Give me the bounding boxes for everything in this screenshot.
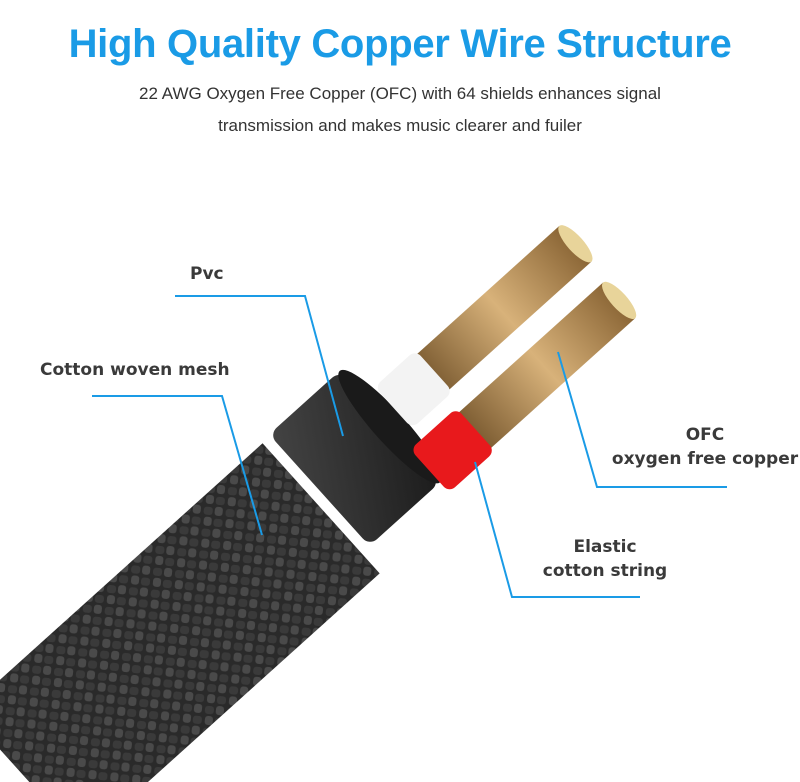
ofc-label-line1: OFC — [685, 425, 725, 445]
cotton-woven-mesh-label: Cotton woven mesh — [40, 360, 230, 380]
copper-conductor-red — [413, 281, 637, 490]
ofc-label-line2: oxygen free copper — [611, 449, 799, 469]
copper-conductor-white — [377, 225, 593, 426]
subtitle-line-2: transmission and makes music clearer and… — [218, 116, 582, 135]
subtitle-line-1: 22 AWG Oxygen Free Copper (OFC) with 64 … — [139, 84, 661, 103]
pvc-label: Pvc — [190, 264, 224, 284]
elastic-label-line2: cotton string — [542, 561, 668, 581]
leader-lines — [92, 295, 727, 598]
pvc-leader — [175, 295, 344, 437]
elastic-leader — [474, 461, 640, 598]
ofc-leader — [557, 351, 727, 488]
braided-mesh — [0, 443, 380, 782]
elastic-label-line1: Elastic — [573, 537, 637, 557]
mesh-leader — [92, 395, 263, 536]
page-title: High Quality Copper Wire Structure — [68, 22, 732, 66]
ofc-label: OFC oxygen free copper — [610, 423, 800, 471]
elastic-cotton-string-label: Elastic cotton string — [530, 535, 680, 583]
